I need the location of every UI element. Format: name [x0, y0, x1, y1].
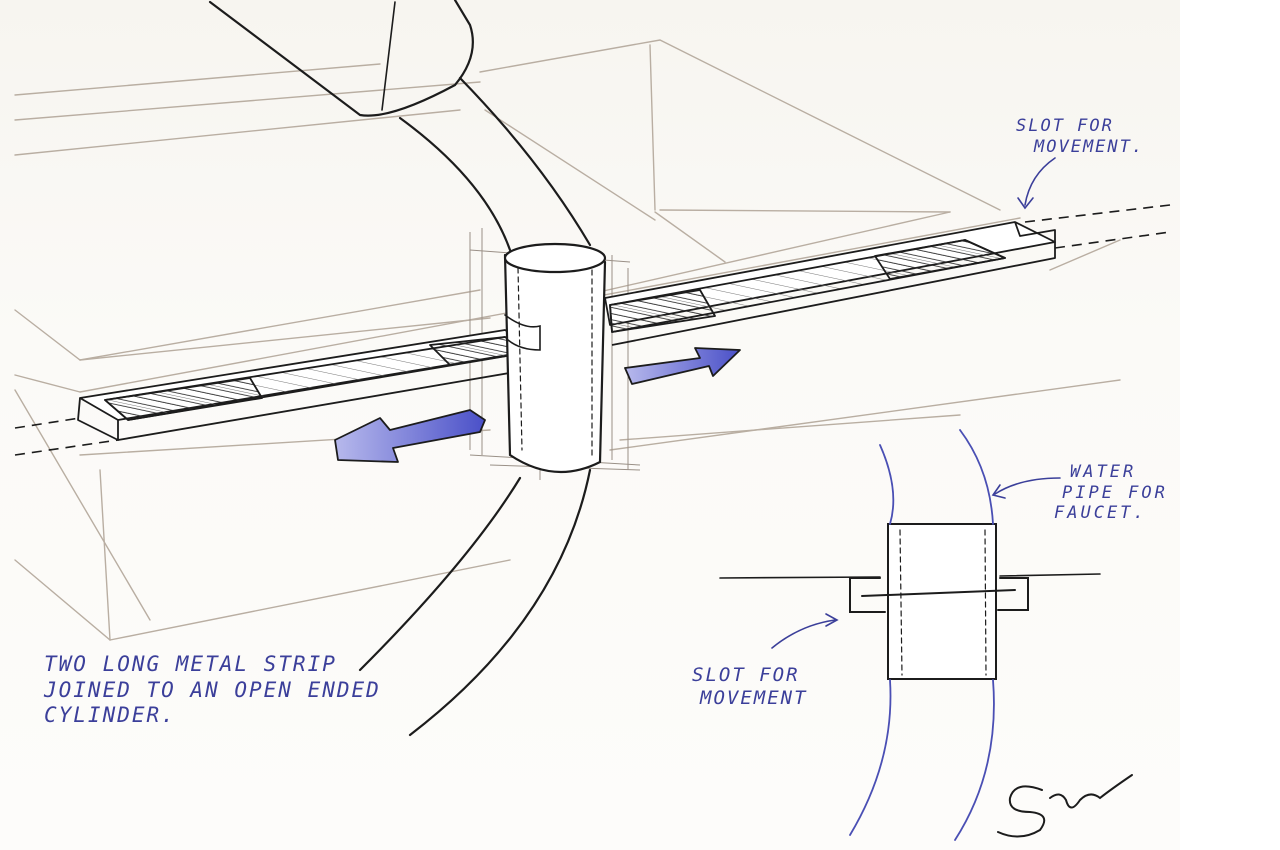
faucet-pipe: [208, 0, 592, 737]
slot-top-line-1: SLOT FOR: [1016, 116, 1114, 136]
slot-top-line-2: MOVEMENT.: [1034, 136, 1145, 157]
slot-dashed-lines: [14, 204, 1171, 456]
slot-for-movement-note-top: SLOT FOR MOVEMENT.: [1016, 116, 1144, 157]
signature-mark: [997, 774, 1133, 838]
left-metal-strip: [77, 329, 539, 441]
slot-for-movement-note-bottom: SLOT FOR MOVEMENT: [692, 664, 808, 710]
move-left-arrow: [334, 409, 486, 463]
open-ended-cylinder: [503, 242, 607, 474]
slot-bottom-line-2: MOVEMENT: [700, 687, 808, 710]
strip-description-note: TWO LONG METAL STRIP JOINED TO AN OPEN E…: [44, 652, 381, 729]
slot-bottom-line-1: SLOT FOR: [692, 664, 800, 686]
pipe-note-line-1: WATER: [1070, 462, 1137, 482]
water-pipe-note: WATER PIPE FOR FAUCET.: [1054, 462, 1168, 524]
sink-sketch: [14, 0, 1171, 841]
detail-view: [719, 523, 1101, 680]
strip-note-line-1: TWO LONG METAL STRIP: [44, 652, 337, 676]
right-metal-strip: [604, 221, 1056, 346]
move-right-arrow: [624, 347, 741, 385]
pipe-note-line-3: FAUCET.: [1054, 503, 1147, 524]
annotation-pointers: [771, 157, 1061, 649]
detail-pipe-lines: [849, 429, 995, 841]
strip-note-line-2: JOINED TO AN OPEN ENDED: [44, 677, 381, 702]
pipe-note-line-2: PIPE FOR: [1062, 482, 1168, 503]
strip-note-line-3: CYLINDER.: [44, 703, 176, 728]
